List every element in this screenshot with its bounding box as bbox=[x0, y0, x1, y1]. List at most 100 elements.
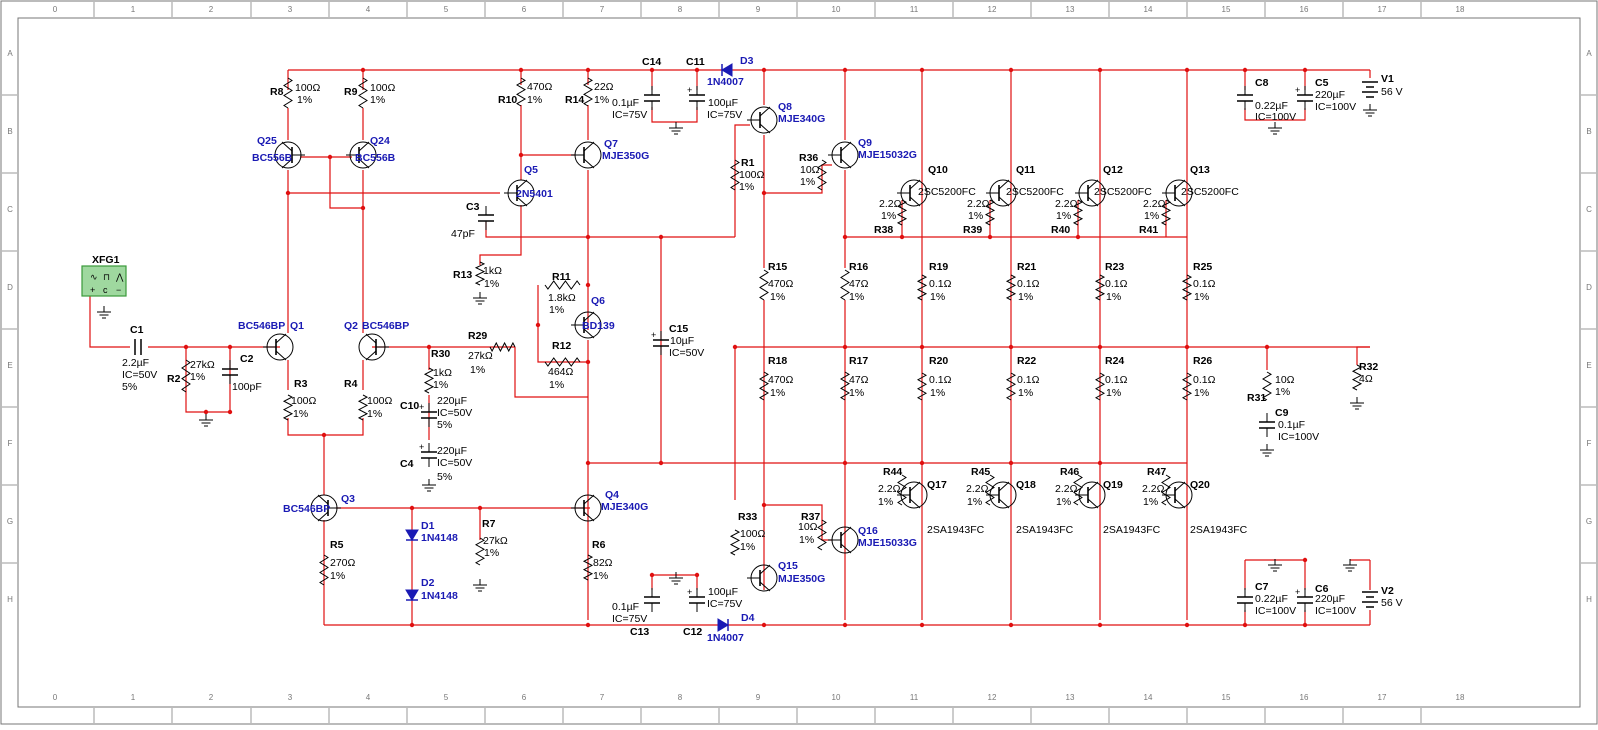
resistor-r11[interactable] bbox=[544, 280, 581, 290]
transistor-q5[interactable] bbox=[504, 179, 535, 207]
capacitor-c8[interactable] bbox=[1237, 86, 1253, 110]
transistor-q16[interactable] bbox=[828, 526, 859, 554]
part-label: D4 bbox=[741, 612, 755, 624]
resistor-r12[interactable] bbox=[544, 357, 581, 367]
capacitor-c7[interactable] bbox=[1237, 588, 1253, 612]
resistor-r4[interactable] bbox=[357, 394, 369, 421]
component-label: Q19 bbox=[1103, 479, 1123, 491]
resistor-r16[interactable] bbox=[840, 269, 850, 301]
resistor-r45[interactable] bbox=[985, 474, 995, 506]
resistor-r22[interactable] bbox=[1005, 372, 1017, 401]
resistor-r5[interactable] bbox=[319, 554, 329, 586]
resistor-r23[interactable] bbox=[1094, 274, 1106, 301]
diode-d1[interactable] bbox=[405, 529, 419, 541]
resistor-r7[interactable] bbox=[474, 537, 486, 566]
transistor-q9[interactable] bbox=[828, 141, 859, 169]
resistor-r9[interactable] bbox=[358, 77, 368, 109]
transistor-q12[interactable] bbox=[1075, 179, 1106, 207]
resistor-r41[interactable] bbox=[1160, 199, 1172, 226]
resistor-r24[interactable] bbox=[1094, 372, 1106, 401]
diode-d3[interactable] bbox=[721, 63, 733, 77]
junction-dot bbox=[1097, 344, 1103, 350]
resistor-r25[interactable] bbox=[1181, 274, 1193, 301]
resistor-r30[interactable] bbox=[423, 367, 435, 394]
component-label: 100Ω bbox=[295, 82, 321, 94]
capacitor-c15[interactable]: + bbox=[651, 330, 669, 355]
resistor-r13[interactable] bbox=[474, 261, 486, 286]
transistor-q17[interactable] bbox=[897, 481, 928, 509]
component-label: R40 bbox=[1051, 224, 1070, 236]
capacitor-c2[interactable] bbox=[222, 360, 238, 384]
grid-row-label: D bbox=[1586, 283, 1592, 292]
capacitor-c12[interactable]: + bbox=[687, 587, 705, 612]
transistor-q18[interactable] bbox=[986, 481, 1017, 509]
resistor-r2[interactable] bbox=[181, 359, 191, 393]
resistor-r32[interactable] bbox=[1351, 364, 1363, 391]
part-label: BD139 bbox=[582, 320, 615, 332]
resistor-r1[interactable] bbox=[730, 159, 740, 191]
transistor-q3[interactable] bbox=[310, 494, 341, 522]
battery-v1[interactable] bbox=[1362, 81, 1378, 98]
resistor-r26[interactable] bbox=[1181, 372, 1193, 401]
component-label: 1kΩ bbox=[483, 265, 502, 277]
resistor-r21[interactable] bbox=[1005, 274, 1017, 301]
diode-d4[interactable] bbox=[717, 618, 729, 632]
capacitor-c3[interactable] bbox=[478, 206, 494, 230]
resistor-r8[interactable] bbox=[283, 77, 293, 109]
capacitor-c13[interactable] bbox=[644, 588, 660, 612]
resistor-r40[interactable] bbox=[1072, 199, 1084, 226]
capacitor-c5[interactable]: + bbox=[1295, 85, 1313, 110]
resistor-r29[interactable] bbox=[489, 341, 516, 353]
diode-d2[interactable] bbox=[405, 589, 419, 601]
transistor-q25[interactable] bbox=[274, 141, 305, 169]
transistor-q24[interactable] bbox=[346, 141, 377, 169]
capacitor-c6[interactable]: + bbox=[1295, 587, 1313, 612]
transistor-q15[interactable] bbox=[747, 564, 778, 592]
function-generator-xfg1[interactable]: ∿ ⊓ ⋀ + c − XFG1 bbox=[81, 254, 127, 297]
resistor-r10[interactable] bbox=[516, 77, 526, 107]
resistor-r14[interactable] bbox=[583, 77, 593, 107]
resistor-r6[interactable] bbox=[582, 554, 594, 581]
resistor-r18[interactable] bbox=[759, 371, 769, 401]
resistor-r33[interactable] bbox=[729, 529, 741, 556]
resistor-r3[interactable] bbox=[282, 394, 294, 421]
resistor-r46[interactable] bbox=[1073, 474, 1083, 506]
transistor-q7[interactable] bbox=[571, 141, 602, 169]
resistor-r47[interactable] bbox=[1161, 474, 1171, 506]
part-label: 1N4007 bbox=[707, 632, 744, 644]
transistor-q1[interactable] bbox=[263, 333, 294, 361]
transistor-q13[interactable] bbox=[1162, 179, 1193, 207]
capacitor-c14[interactable] bbox=[644, 86, 660, 110]
resistor-r19[interactable] bbox=[916, 274, 928, 301]
resistor-r38[interactable] bbox=[896, 199, 908, 226]
capacitor-c9[interactable] bbox=[1259, 413, 1275, 437]
transistor-q20[interactable] bbox=[1162, 481, 1193, 509]
capacitor-c10[interactable]: + bbox=[419, 402, 437, 427]
transistor-q11[interactable] bbox=[986, 179, 1017, 207]
resistor-r39[interactable] bbox=[984, 199, 996, 226]
resistor-r17[interactable] bbox=[840, 371, 850, 401]
part-label: Q7 bbox=[604, 138, 618, 150]
transistor-q10[interactable] bbox=[897, 179, 928, 207]
resistor-r36[interactable] bbox=[817, 159, 827, 191]
transistor-q6[interactable] bbox=[571, 311, 602, 339]
capacitor-c4[interactable]: + bbox=[419, 442, 437, 467]
battery-v2[interactable] bbox=[1362, 591, 1378, 608]
component-label: IC=100V bbox=[1278, 431, 1319, 443]
resistor-r31[interactable] bbox=[1262, 371, 1272, 401]
capacitor-c1[interactable] bbox=[134, 339, 142, 355]
transistor-q19[interactable] bbox=[1075, 481, 1106, 509]
junction-dot bbox=[842, 622, 848, 628]
transistor-q4[interactable] bbox=[571, 494, 602, 522]
transistor-q2[interactable] bbox=[358, 333, 389, 361]
capacitor-c11[interactable]: + bbox=[687, 85, 705, 110]
resistor-r15[interactable] bbox=[759, 269, 769, 301]
component-label: 0.1Ω bbox=[1193, 278, 1216, 290]
resistor-r37[interactable] bbox=[817, 519, 827, 551]
resistor-r20[interactable] bbox=[916, 372, 928, 401]
component-label: R25 bbox=[1193, 261, 1212, 273]
grid-row-label: H bbox=[1586, 595, 1592, 604]
transistor-q8[interactable] bbox=[747, 106, 778, 134]
